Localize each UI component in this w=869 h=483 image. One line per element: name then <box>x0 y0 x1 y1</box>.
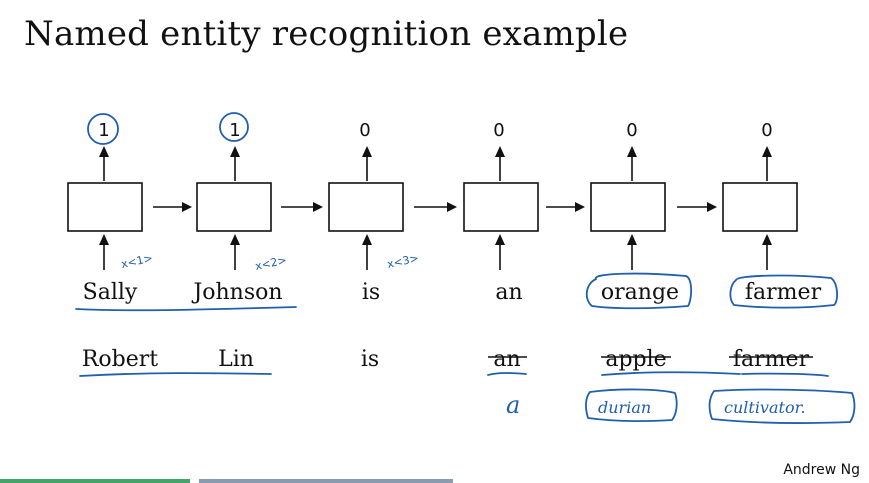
output-arrow-2 <box>230 146 240 181</box>
video-progress-buffered[interactable] <box>199 479 453 483</box>
input-arrow-2 <box>230 234 240 270</box>
output-label-2: 1 <box>229 120 240 141</box>
rnn-cell-6 <box>722 182 798 232</box>
input-arrow-3 <box>362 234 372 270</box>
input-arrow-4 <box>495 234 505 270</box>
slide-title: Named entity recognition example <box>24 14 629 54</box>
output-label-1: 1 <box>98 120 109 141</box>
sentence-1-word-1: Sally <box>83 280 138 305</box>
recurrent-arrow-1 <box>153 202 192 212</box>
name-underline-1 <box>75 306 297 312</box>
sentence-2-word-1: Robert <box>82 347 158 372</box>
input-label-1: x<1> <box>120 252 154 271</box>
recurrent-arrow-4 <box>546 202 585 212</box>
output-arrow-5 <box>627 146 637 181</box>
sentence-2-word-2: Lin <box>218 347 254 372</box>
strike-underline-farmer <box>741 372 829 377</box>
input-arrow-6 <box>762 234 772 270</box>
handwritten-word-durian: durian <box>598 398 651 417</box>
output-label-5: 0 <box>626 120 637 141</box>
sentence-2-word-3: is <box>361 347 379 372</box>
author-name: Andrew Ng <box>783 462 860 478</box>
output-arrow-4 <box>495 146 505 181</box>
video-progress-played[interactable] <box>0 479 190 483</box>
sentence-2-word-5: apple <box>605 347 666 372</box>
sentence-1-word-4: an <box>495 280 522 305</box>
orange-box <box>585 272 693 310</box>
output-circle-2 <box>219 112 249 142</box>
sentence-2-word-4: an <box>493 347 520 372</box>
output-arrow-3 <box>362 146 372 181</box>
rnn-cell-2 <box>196 182 272 232</box>
recurrent-arrow-5 <box>677 202 717 212</box>
recurrent-arrow-2 <box>281 202 323 212</box>
recurrent-arrow-3 <box>414 202 457 212</box>
handwritten-word-a: a <box>506 391 520 419</box>
output-label-4: 0 <box>493 120 504 141</box>
sentence-1-word-2: Johnson <box>191 280 282 305</box>
name-underline-2 <box>79 372 272 377</box>
rnn-cell-3 <box>328 182 404 232</box>
rnn-cell-5 <box>590 182 666 232</box>
output-arrow-6 <box>762 146 772 181</box>
input-arrow-5 <box>627 234 637 270</box>
input-label-2: x<2> <box>254 254 288 273</box>
sentence-1-word-3: is <box>362 280 380 305</box>
sentence-2-word-6: farmer <box>733 347 810 372</box>
output-arrow-1 <box>99 146 109 181</box>
output-label-3: 0 <box>359 120 370 141</box>
farmer-box <box>729 274 838 309</box>
durian-box <box>585 388 678 422</box>
output-circle-1 <box>87 113 119 145</box>
handwritten-word-cultivator: cultivator. <box>724 398 806 417</box>
strike-underline-an <box>487 372 527 376</box>
sentence-1-word-5: orange <box>601 280 679 305</box>
strike-underline-apple <box>601 371 741 376</box>
rnn-cell-1 <box>67 182 143 232</box>
cultivator-box <box>708 388 856 424</box>
rnn-cell-4 <box>463 182 539 232</box>
input-arrow-1 <box>99 234 109 270</box>
input-label-3: x<3> <box>386 252 420 271</box>
output-label-6: 0 <box>761 120 772 141</box>
sentence-1-word-6: farmer <box>745 280 822 305</box>
